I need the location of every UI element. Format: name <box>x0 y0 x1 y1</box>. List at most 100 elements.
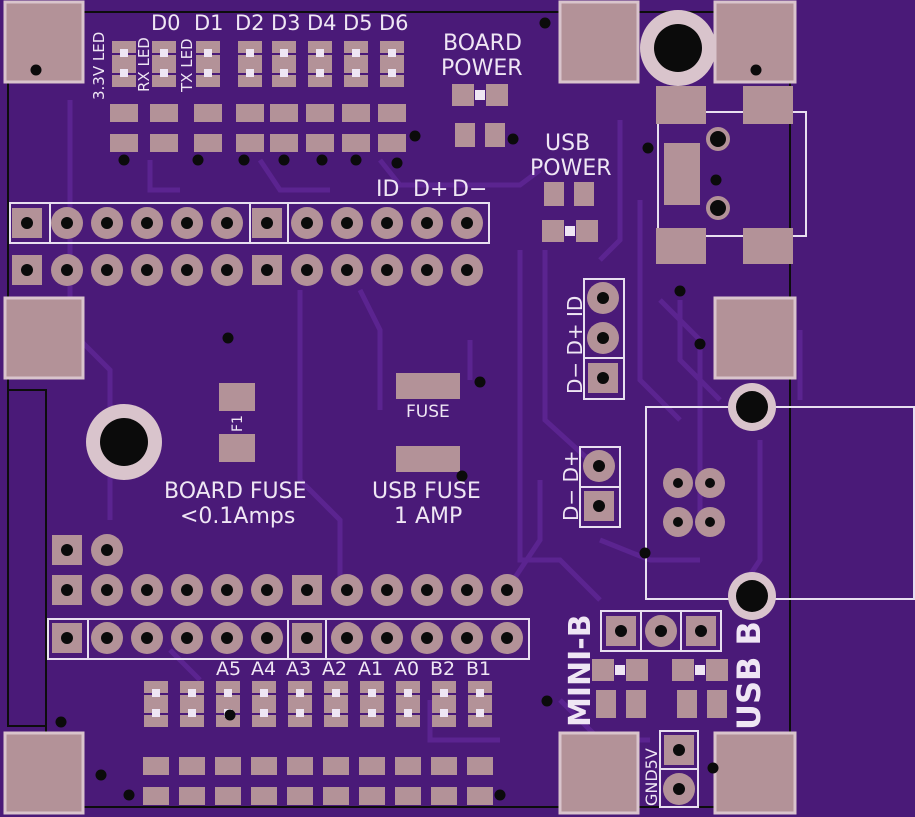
pad-drill <box>381 584 393 596</box>
smd-pad <box>431 787 457 805</box>
smd-pad <box>236 104 264 122</box>
smd-pad <box>251 757 277 775</box>
pad-drill <box>261 584 273 596</box>
led-pad <box>380 75 404 87</box>
led-pad <box>272 61 296 73</box>
pad-drill <box>421 264 433 276</box>
led-pad <box>252 715 276 727</box>
led-pad <box>324 715 348 727</box>
label-board-power-1: BOARD <box>443 31 522 56</box>
label-header-id: ID <box>376 177 399 202</box>
smd-pad <box>323 757 349 775</box>
vias <box>30 17 762 801</box>
led-body <box>296 709 304 717</box>
pad-drill <box>141 217 153 229</box>
led-body <box>565 226 575 236</box>
smd-pad <box>544 182 564 206</box>
via <box>30 64 42 76</box>
smd-pad <box>707 690 727 718</box>
pad-drill <box>61 544 73 556</box>
pad-drill <box>221 264 233 276</box>
label-a2: A2 <box>322 658 347 680</box>
led-pad <box>380 61 404 73</box>
label-gnd5v: GND5V <box>642 748 661 806</box>
led-pad <box>706 659 728 681</box>
led-pad <box>216 701 240 713</box>
pad-drill <box>21 264 33 276</box>
pad-drill <box>341 632 353 644</box>
led-body <box>120 69 128 77</box>
smd-pad <box>110 104 138 122</box>
smd-pad <box>485 123 505 147</box>
via <box>707 762 719 774</box>
label-d1: D1 <box>194 11 224 35</box>
led-pad <box>626 659 648 681</box>
led-pad <box>180 701 204 713</box>
led-body <box>296 689 304 697</box>
pad-drill <box>301 584 313 596</box>
label-usb-power-2: POWER <box>530 156 612 181</box>
via <box>409 130 421 142</box>
led-body <box>352 69 360 77</box>
pad-drill <box>655 625 667 637</box>
via <box>118 154 130 166</box>
usb-b-pads <box>663 468 725 537</box>
led-pad <box>112 75 136 87</box>
led-pad <box>432 715 456 727</box>
silk-outlines <box>9 111 915 808</box>
led-body <box>260 709 268 717</box>
smd-pad <box>150 104 178 122</box>
pad-drill <box>181 217 193 229</box>
label-d5: D5 <box>343 11 373 35</box>
label-a5: A5 <box>216 658 241 680</box>
pad-drill <box>461 632 473 644</box>
pad-drill <box>673 783 685 795</box>
smd-pad <box>395 787 421 805</box>
pad-drill <box>181 632 193 644</box>
pad-drill <box>61 217 73 229</box>
led-body <box>160 69 168 77</box>
pad-drill <box>221 217 233 229</box>
led-pad <box>308 75 332 87</box>
smd-pad <box>143 787 169 805</box>
pad-drill <box>221 632 233 644</box>
smd-pad <box>378 134 406 152</box>
via <box>507 133 519 145</box>
led-pad <box>360 715 384 727</box>
label-usb-power-1: USB <box>545 131 590 156</box>
via <box>278 154 290 166</box>
via <box>541 695 553 707</box>
smd-pad <box>287 757 313 775</box>
led-pad <box>576 220 598 242</box>
pad-drill <box>381 264 393 276</box>
smd-pad <box>342 134 370 152</box>
smd-pad <box>236 134 264 152</box>
label-vert-idrow: D− D+ ID <box>563 296 587 394</box>
led-pad <box>432 681 456 693</box>
smd-pad <box>395 757 421 775</box>
led-body <box>332 709 340 717</box>
smd-pad <box>626 690 646 718</box>
smd-pad <box>270 134 298 152</box>
led-pad <box>344 75 368 87</box>
led-pad <box>308 41 332 53</box>
label-board-fuse-2: <0.1Amps <box>180 504 295 529</box>
pad-drill <box>381 217 393 229</box>
led-pad <box>468 715 492 727</box>
led-pad <box>360 701 384 713</box>
led-body <box>368 709 376 717</box>
led-body <box>368 689 376 697</box>
smd-pad <box>179 757 205 775</box>
mounting-holes <box>86 10 776 620</box>
led-pad <box>288 681 312 693</box>
pad-drill <box>615 625 627 637</box>
smd-pad <box>287 787 313 805</box>
label-a4: A4 <box>251 658 276 680</box>
led-body <box>316 49 324 57</box>
smd-pad <box>251 787 277 805</box>
pad-drill <box>421 632 433 644</box>
led-pad <box>360 681 384 693</box>
led-pad <box>486 84 508 106</box>
led-pad <box>396 715 420 727</box>
smd-pad <box>467 757 493 775</box>
